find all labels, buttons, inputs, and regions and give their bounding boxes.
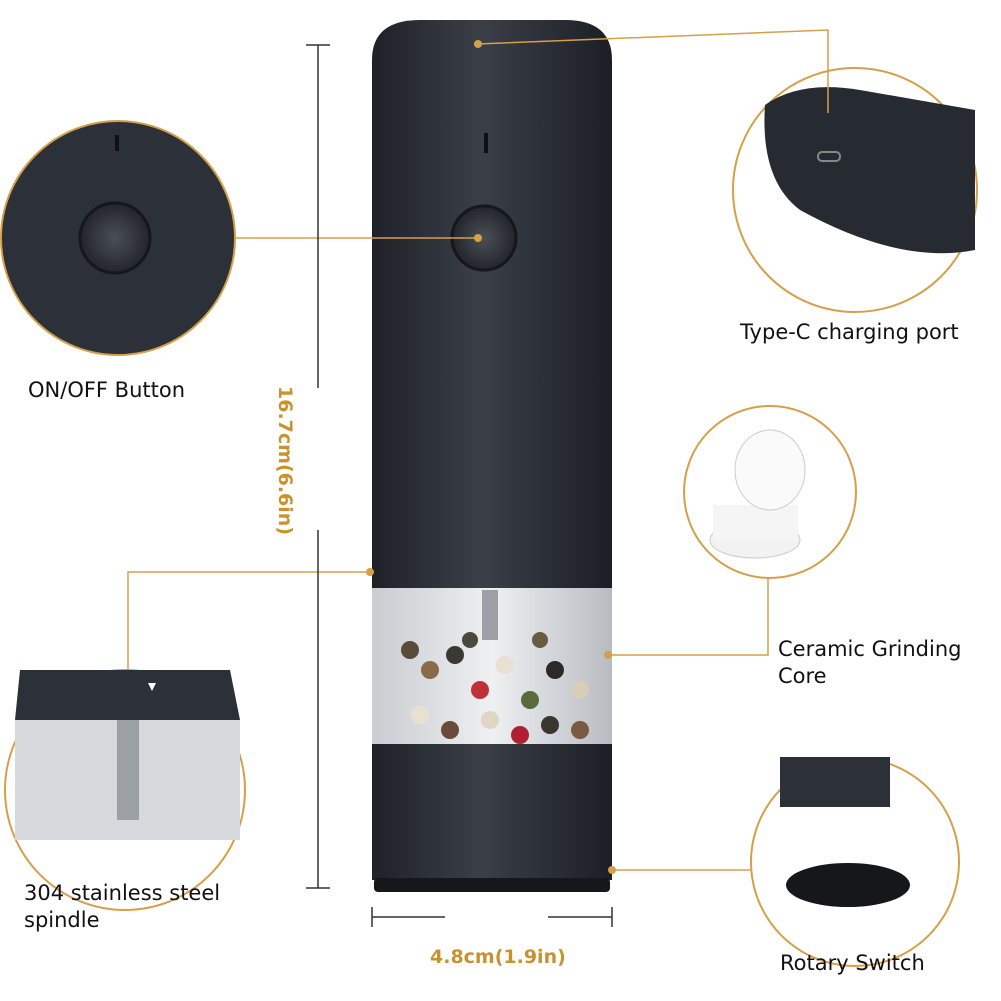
detail-ceramic [683,405,857,579]
label-spindle-line1: 304 stainless steel [24,881,221,905]
leader-lines [127,29,829,871]
label-rotary: Rotary Switch [780,951,925,975]
peppercorns [401,632,589,744]
detail-rotary [750,757,960,967]
grinder [372,20,612,892]
detail-spindle [4,669,246,911]
label-type-c: Type-C charging port [740,320,959,344]
width-dimension: 4.8cm(1.9in) [430,946,566,968]
label-on-off: ON/OFF Button [28,378,186,402]
label-spindle: 304 stainless steel spindle [24,880,220,934]
dimension-lines [306,44,613,927]
label-ceramic-line2: Core [778,664,827,688]
detail-onoff [0,120,236,356]
label-ceramic: Ceramic Grinding Core [778,636,961,690]
label-spindle-line2: spindle [24,908,100,932]
label-ceramic-line1: Ceramic Grinding [778,637,962,661]
detail-typec [732,67,978,313]
height-dimension: 16.7cm(6.6in) [274,386,296,536]
